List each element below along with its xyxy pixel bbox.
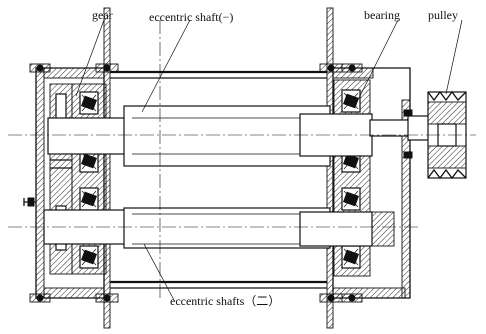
label-gear: gear <box>92 8 113 22</box>
label-eccentric-shafts-two: eccentric shafts（二） <box>170 294 280 308</box>
eccentric-shaft-lower <box>43 207 395 249</box>
leader-lines <box>75 19 463 301</box>
left-bearing-stack <box>71 83 107 275</box>
gear-assembly <box>49 83 73 275</box>
right-wall-plate <box>326 7 334 329</box>
label-eccentric-shaft-one: eccentric shaft(−) <box>149 10 233 24</box>
right-bearing-stack <box>333 79 371 277</box>
housing <box>23 7 411 329</box>
eccentric-shaft-upper <box>47 105 439 167</box>
label-pulley: pulley <box>428 8 458 22</box>
label-bearing: bearing <box>364 8 400 22</box>
center-lines <box>8 20 476 300</box>
